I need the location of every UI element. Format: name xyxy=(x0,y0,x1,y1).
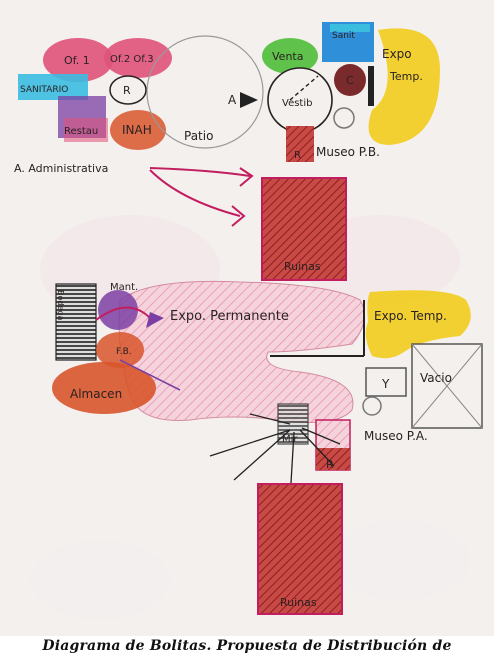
expo-temp-mid-bubble xyxy=(365,290,471,359)
label-of23: Of.2 Of.3 xyxy=(110,54,154,65)
fb-bubble xyxy=(96,332,144,368)
label-expo-temp-top-1: Expo xyxy=(382,47,412,61)
label-r: R xyxy=(123,84,131,97)
label-vacio: Vacio xyxy=(420,371,452,385)
label-museo-pa: Museo P.A. xyxy=(364,429,428,443)
top-right-cluster xyxy=(240,22,440,162)
label-inah: INAH xyxy=(122,123,152,137)
label-vestib: Vestib xyxy=(282,98,312,109)
label-sanitario-left: SANITARIO xyxy=(20,85,68,95)
label-expo-permanente: Expo. Permanente xyxy=(170,309,289,324)
expo-temp-top-bubble xyxy=(368,28,440,145)
label-restaurante: Restau xyxy=(64,126,98,137)
label-area-administrativa: A. Administrativa xyxy=(14,162,108,175)
label-expo-temp-top-2: Temp. xyxy=(389,70,423,83)
offices-cluster xyxy=(18,38,172,150)
mir-box xyxy=(277,403,309,445)
labels: Of. 1 Of.2 Of.3 SANITARIO R Restau INAH … xyxy=(14,31,452,609)
bubble-diagram: Of. 1 Of.2 Of.3 SANITARIO R Restau INAH … xyxy=(14,22,483,615)
admin-arrows xyxy=(149,167,254,227)
label-a: A xyxy=(228,93,237,107)
label-bodega: Bodega xyxy=(56,290,65,320)
expo-permanente-blob xyxy=(118,280,365,423)
sanitario-left-block xyxy=(18,74,88,100)
r-small-block-1 xyxy=(286,126,314,162)
ruinas-2-block xyxy=(257,483,343,615)
c-bubble xyxy=(334,64,366,96)
venta-bubble xyxy=(262,38,318,74)
label-venta: Venta xyxy=(272,50,303,63)
small-ring-1 xyxy=(333,107,355,129)
label-patio: Patio xyxy=(184,129,213,143)
label-mir: Mir xyxy=(282,434,298,445)
label-expo-temp-mid: Expo. Temp. xyxy=(374,309,447,323)
label-fb: F.B. xyxy=(116,347,132,357)
label-r-small-1: R xyxy=(294,150,301,161)
dark-bar xyxy=(368,66,374,106)
r-bubble xyxy=(109,75,147,105)
of23-bubble xyxy=(104,38,172,78)
label-r-small-2: R xyxy=(326,458,334,471)
label-sanit-top: Sanit xyxy=(332,31,355,41)
mant-bubble xyxy=(98,290,138,330)
label-museo-pb: Museo P.B. xyxy=(316,145,380,159)
figure-caption: Diagrama de Bolitas. Propuesta de Distri… xyxy=(42,638,452,654)
bodega-block xyxy=(55,283,97,361)
label-ruinas-2: Ruinas xyxy=(280,596,317,609)
inah-bubble xyxy=(110,110,166,150)
label-of1: Of. 1 xyxy=(64,54,90,67)
almacen-bubble xyxy=(52,362,156,414)
label-almacen: Almacen xyxy=(70,387,122,401)
small-ring-2 xyxy=(362,396,382,416)
restaurante-block xyxy=(64,118,108,142)
of1-bubble xyxy=(43,38,113,82)
entry-arrow xyxy=(240,92,258,108)
label-c: C xyxy=(346,74,354,87)
label-mant: Mant. xyxy=(110,282,138,293)
label-y: Y xyxy=(381,377,390,391)
sanit-top-hatch xyxy=(330,24,370,32)
label-ruinas-1: Ruinas xyxy=(284,260,321,273)
y-box xyxy=(365,367,407,397)
ruinas-1-block xyxy=(261,177,347,281)
patio-circle xyxy=(146,35,264,149)
